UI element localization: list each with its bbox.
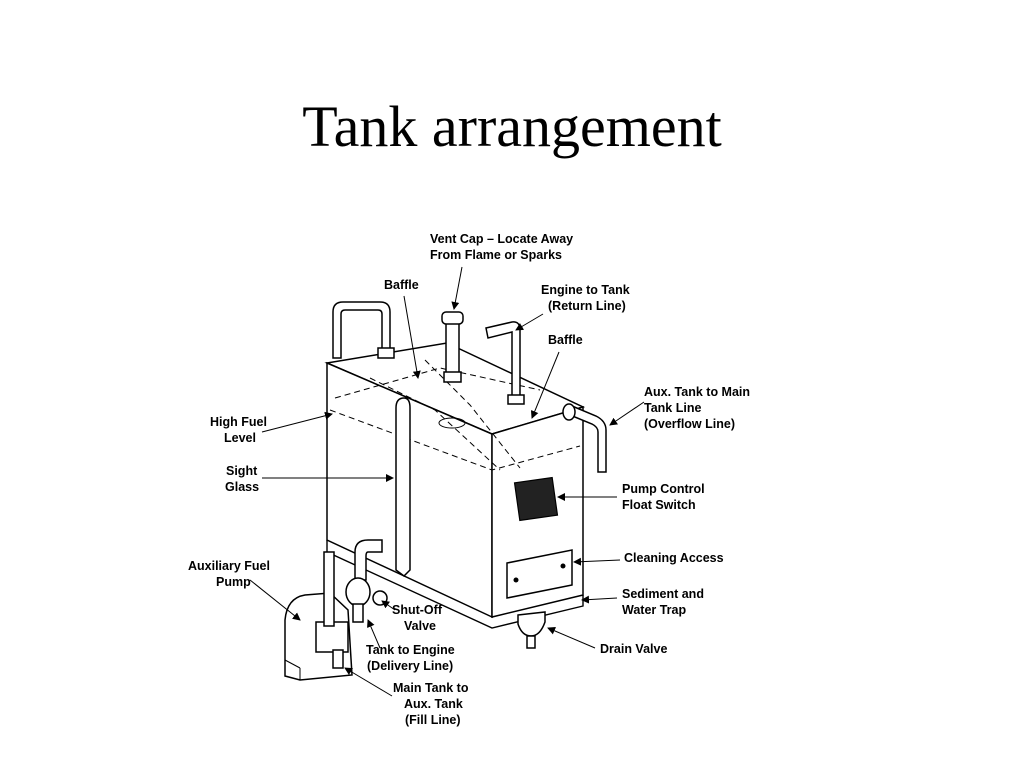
shut-off-valve xyxy=(345,539,388,623)
label-high-fuel-level: High Fuel Level xyxy=(210,415,270,445)
aux-fuel-pump xyxy=(284,551,353,681)
baffle-right-dashed xyxy=(424,359,521,469)
label-engine-to-tank: Engine to Tank (Return Line) xyxy=(541,283,633,313)
high-fuel-level-line xyxy=(329,409,581,471)
label-sediment-trap: Sediment and Water Trap xyxy=(622,587,707,617)
labels: Vent Cap – Locate Away From Flame or Spa… xyxy=(188,232,754,727)
label-baffle-right: Baffle xyxy=(548,333,583,347)
label-main-to-aux: Main Tank to Aux. Tank (Fill Line) xyxy=(393,681,472,727)
label-tank-to-engine: Tank to Engine (Delivery Line) xyxy=(366,643,458,673)
label-pump-control: Pump Control Float Switch xyxy=(622,482,708,512)
label-baffle-left: Baffle xyxy=(384,278,419,292)
label-aux-fuel-pump: Auxiliary Fuel Pump xyxy=(188,559,273,589)
cleaning-access-plate xyxy=(506,549,573,599)
label-drain-valve: Drain Valve xyxy=(600,642,667,656)
label-aux-to-main: Aux. Tank to Main Tank Line (Overflow Li… xyxy=(644,385,754,431)
float-hole xyxy=(438,417,466,429)
label-cleaning-access: Cleaning Access xyxy=(624,551,724,565)
label-sight-glass: Sight Glass xyxy=(225,464,261,494)
baffle-left-dashed xyxy=(369,377,501,471)
sight-glass xyxy=(395,397,411,577)
slide-title: Tank arrangement xyxy=(302,94,722,159)
label-vent-cap: Vent Cap – Locate Away From Flame or Spa… xyxy=(430,232,577,262)
overflow-pipe xyxy=(562,403,607,473)
float-switch-box xyxy=(513,476,559,522)
leader-lines xyxy=(249,266,645,697)
drain-valve xyxy=(517,611,546,649)
left-top-pipe xyxy=(332,301,395,359)
vent-cap xyxy=(441,311,464,383)
label-shut-off-valve: Shut-Off Valve xyxy=(392,603,445,633)
